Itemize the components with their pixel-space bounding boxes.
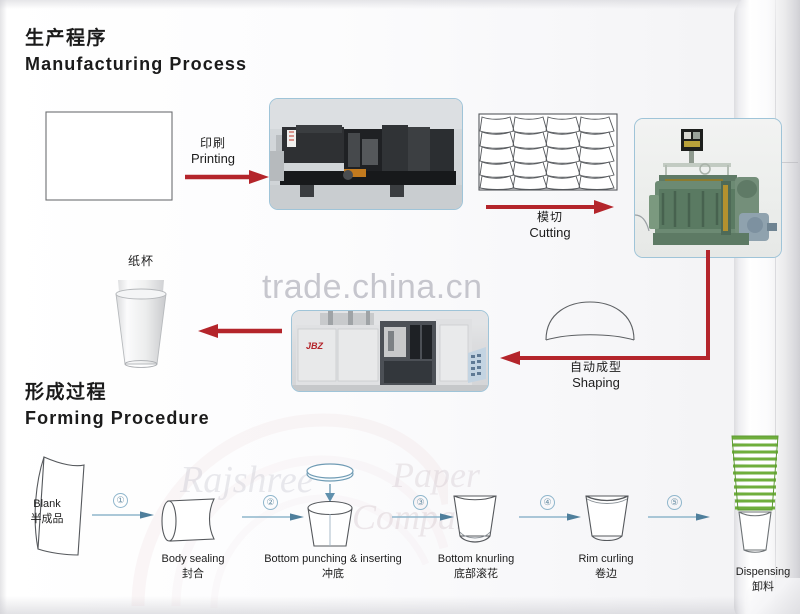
cutting-label-cn: 模切	[536, 210, 563, 224]
fan-blank-icon	[34, 456, 85, 556]
company-watermark-line2: Paper	[392, 455, 480, 495]
blank-label-en: Blank	[33, 498, 61, 510]
step-number-5: ⑤	[667, 495, 682, 510]
cup-forming-machine-photo: JBZ	[291, 310, 489, 392]
body-sealing-label-cn: 封合	[182, 566, 204, 580]
red-arrow-left-icon	[500, 250, 710, 365]
red-arrow-right-icon	[185, 170, 269, 184]
printing-press-photo	[269, 98, 463, 210]
printing-label-en: Printing	[190, 151, 236, 166]
step-number-1: ①	[113, 493, 128, 508]
cup-with-disc-icon	[306, 463, 354, 547]
body-sealing-label-en: Body sealing	[161, 553, 225, 565]
bottom-punching-label-en: Bottom punching & inserting	[264, 553, 402, 565]
blank-label: Blank 半成品	[4, 498, 90, 526]
blank-label-cn: 半成品	[30, 511, 64, 525]
step-number-4: ④	[540, 495, 555, 510]
company-watermark: Rajshree Paper Company	[180, 448, 600, 538]
forming-title-cn: 形成过程	[25, 381, 108, 403]
bottom-punching-label: Bottom punching & inserting 冲底	[258, 553, 408, 581]
step-number-2: ②	[263, 495, 278, 510]
shaping-label: 自动成型 Shaping	[536, 360, 656, 391]
dispensing-label-cn: 卸料	[752, 579, 774, 593]
site-watermark: trade.china.cn	[262, 268, 483, 306]
die-cutting-machine-photo	[634, 118, 782, 258]
bottom-knurling-label-cn: 底部滚花	[454, 566, 498, 580]
cone-sleeve-icon	[161, 498, 215, 542]
blue-arrow-right-icon-3	[392, 513, 454, 521]
bottom-punching-label-cn: 冲底	[322, 566, 344, 580]
dispensing-label: Dispensing 卸料	[718, 566, 800, 594]
manufacturing-title-en: Manufacturing Process	[25, 53, 248, 74]
shaping-label-en: Shaping	[572, 375, 620, 390]
dispensing-label-en: Dispensing	[735, 566, 791, 578]
cup-stack-icon	[731, 435, 779, 553]
rim-curling-label-cn: 卷边	[595, 566, 617, 580]
forming-title-en: Forming Procedure	[25, 407, 210, 428]
printing-label-cn: 印刷	[199, 136, 226, 150]
curled-rim-cup-icon	[585, 495, 629, 542]
blue-arrow-right-icon-1	[92, 511, 154, 519]
blank-nesting-diagram	[478, 113, 618, 191]
blue-arrow-right-icon-5	[648, 513, 710, 521]
svg-text:JBZ: JBZ	[306, 341, 324, 351]
manufacturing-title-cn: 生产程序	[25, 27, 108, 49]
paper-cup-photo	[115, 280, 167, 368]
bottom-knurling-label: Bottom knurling 底部滚花	[420, 553, 532, 581]
page-corner-fold	[746, 578, 800, 614]
cutting-label-en: Cutting	[529, 225, 571, 240]
paper-cup-label: 纸杯	[106, 254, 176, 269]
knurled-cup-icon	[453, 495, 497, 543]
printing-label: 印刷 Printing	[170, 136, 256, 167]
manufacturing-heading: 生产程序 Manufacturing Process	[25, 27, 248, 76]
paper-cup-label-cn: 纸杯	[127, 254, 154, 268]
red-arrow-right-icon-cutting	[486, 200, 614, 214]
forming-heading: 形成过程 Forming Procedure	[25, 381, 210, 430]
rim-curling-label: Rim curling 卷边	[558, 553, 654, 581]
cutting-label: 模切 Cutting	[500, 210, 600, 241]
paper-sheet-icon	[45, 111, 173, 201]
bottom-knurling-label-en: Bottom knurling	[437, 553, 515, 565]
body-sealing-label: Body sealing 封合	[128, 553, 258, 581]
step-number-3: ③	[413, 495, 428, 510]
shaping-label-cn: 自动成型	[569, 360, 622, 374]
curved-blank-icon	[545, 301, 635, 341]
blue-arrow-right-icon-2	[242, 513, 304, 521]
rim-curling-label-en: Rim curling	[578, 553, 634, 565]
blue-arrow-right-icon-4	[519, 513, 581, 521]
red-arrow-left-icon-cup	[198, 324, 282, 338]
